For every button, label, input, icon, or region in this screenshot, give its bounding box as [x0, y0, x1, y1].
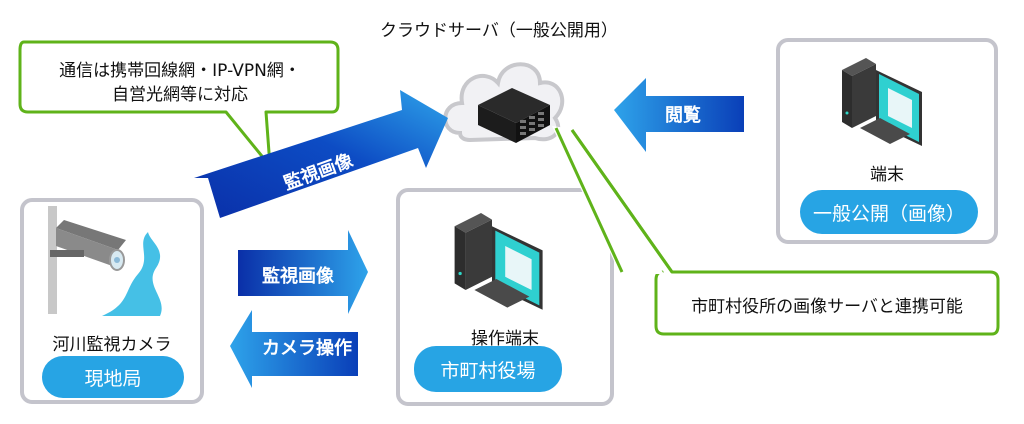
monitor-to-office-label: 監視画像	[262, 266, 334, 287]
view-arrow	[614, 78, 744, 152]
camera-control-label: カメラ操作	[262, 338, 352, 359]
network-callout-shape	[18, 40, 340, 168]
cloud-server-icon	[443, 62, 565, 143]
office-badge: 市町村役場	[414, 346, 562, 392]
desktop-computer-icon	[842, 58, 922, 146]
monitor-to-office-arrow	[238, 230, 368, 314]
integration-callout-text: 市町村役所の画像サーバと連携可能	[691, 297, 963, 317]
site-badge: 現地局	[42, 356, 184, 398]
public-badge: 一般公開（画像）	[800, 190, 978, 234]
river-camera-icon	[48, 206, 162, 316]
view-label: 閲覧	[665, 105, 701, 126]
operation-terminal-label: 操作端末	[471, 329, 539, 349]
monitor-to-cloud-arrow	[194, 90, 448, 218]
operation-terminal-icon	[454, 213, 543, 310]
camera-control-arrow	[230, 310, 358, 388]
network-callout-line1: 通信は携帯回線網・IP-VPN網・	[59, 61, 301, 81]
cloud-server-title: クラウドサーバ（一般公開用）	[380, 21, 618, 41]
river-camera-label: 河川監視カメラ	[52, 335, 172, 355]
network-callout-line2: 自営光網等に対応	[112, 85, 248, 105]
public-terminal-label: 端末	[870, 165, 904, 185]
